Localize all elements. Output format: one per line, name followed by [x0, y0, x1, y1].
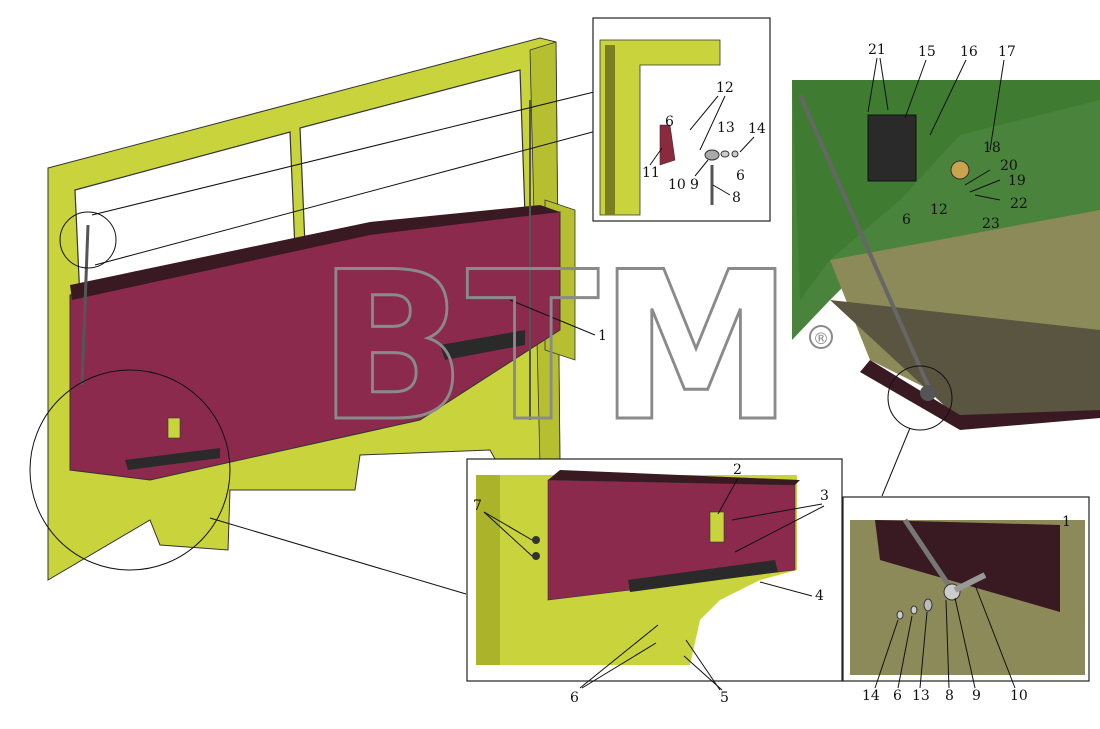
callout-panel-2: 2 — [733, 462, 742, 478]
registered-mark: ® — [813, 329, 829, 348]
hinge-detail: 12 6 13 14 11 10 9 6 8 — [592, 17, 771, 222]
detail-circle-rod — [887, 365, 953, 431]
callout-panel-7: 7 — [473, 498, 482, 514]
callout-bracket-15: 15 — [918, 44, 936, 60]
callout-hinge-10: 10 — [668, 177, 686, 193]
detail-circle-panel — [29, 369, 231, 571]
callout-panel-3: 3 — [820, 488, 829, 504]
callout-rod-1: 1 — [1062, 514, 1071, 530]
seat-panel — [69, 205, 561, 481]
callout-bracket-21: 21 — [868, 42, 886, 58]
callout-rod-14: 14 — [862, 688, 880, 704]
gas-strut — [80, 100, 531, 420]
callout-hinge-12: 12 — [716, 80, 734, 96]
callout-bracket-12: 12 — [930, 202, 948, 218]
callout-bracket-22: 22 — [1010, 196, 1028, 212]
callout-hinge-13: 13 — [717, 120, 735, 136]
callout-bracket-6: 6 — [902, 212, 911, 228]
panel-detail: 2 3 7 4 6 5 — [466, 458, 843, 706]
watermark-text: BTM — [318, 229, 793, 467]
callout-hinge-14: 14 — [748, 121, 766, 137]
callout-hinge-6a: 6 — [665, 114, 674, 130]
callout-hinge-8: 8 — [732, 190, 741, 206]
callout-main-1: 1 — [598, 328, 607, 344]
callout-bracket-23: 23 — [982, 216, 1000, 232]
callout-hinge-9: 9 — [690, 177, 699, 193]
callout-hinge-6b: 6 — [736, 168, 745, 184]
callout-panel-4: 4 — [815, 588, 824, 604]
callout-rod-6: 6 — [893, 688, 902, 704]
callout-rod-13: 13 — [912, 688, 930, 704]
detail-circle-hinge — [59, 211, 117, 269]
callout-rod-8: 8 — [945, 688, 954, 704]
callout-rod-10: 10 — [1010, 688, 1028, 704]
callout-bracket-16: 16 — [960, 44, 978, 60]
callout-panel-5: 5 — [720, 690, 729, 706]
callout-panel-6: 6 — [570, 690, 579, 706]
watermark: BTM ® — [317, 228, 833, 469]
callout-hinge-11: 11 — [642, 165, 660, 181]
callout-bracket-19: 19 — [1008, 173, 1026, 189]
callout-bracket-20: 20 — [1000, 158, 1018, 174]
rod-detail: 1 14 6 13 8 9 10 — [842, 496, 1090, 704]
callout-bracket-17: 17 — [998, 44, 1016, 60]
callout-bracket-18: 18 — [983, 140, 1001, 156]
bracket-detail: 21 15 16 17 18 20 19 22 23 6 12 — [792, 42, 1100, 430]
callout-rod-9: 9 — [972, 688, 981, 704]
